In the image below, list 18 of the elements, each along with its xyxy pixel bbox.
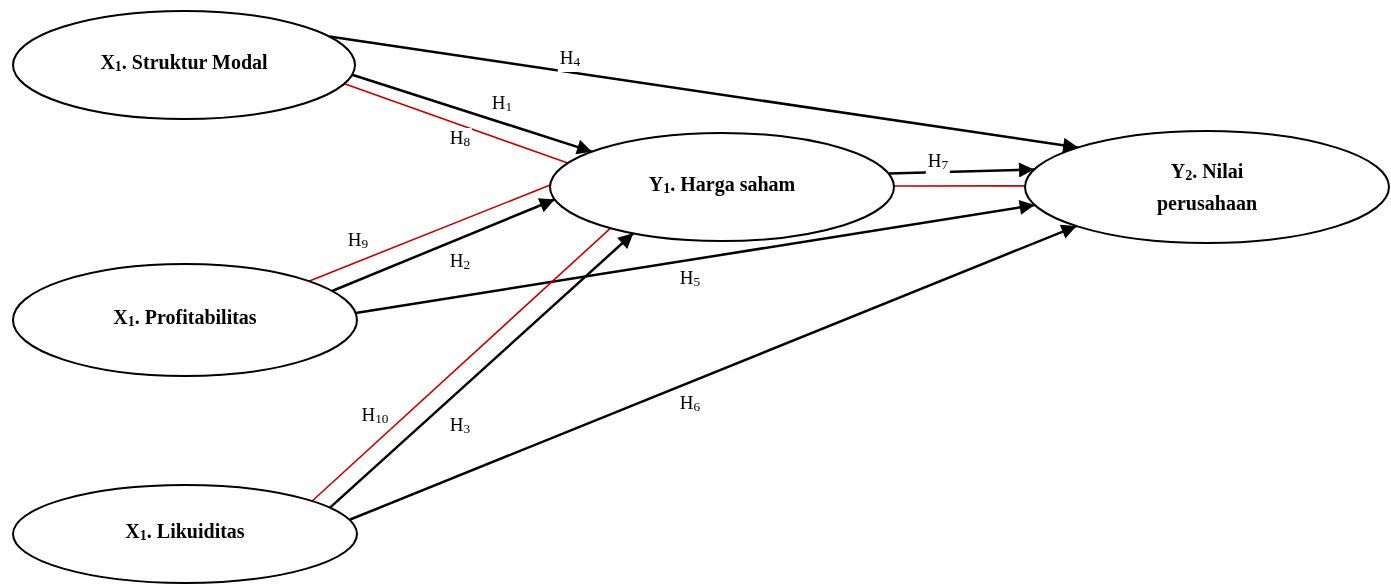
arrow (331, 198, 556, 293)
arrow (355, 200, 1035, 315)
connector-line (308, 184, 551, 282)
arrow (349, 224, 1077, 521)
connector-line (893, 185, 1026, 187)
arrow (329, 232, 635, 509)
node-label: X$_{1}$. Profitabilitas (113, 305, 257, 332)
edge-label: H$_{7}$ (925, 151, 951, 175)
edge-label: H$_{4}$ (557, 48, 583, 72)
arrow (329, 35, 1079, 153)
node-label: X$_{1}$. Struktur Modal (100, 50, 268, 77)
node-label: X$_{1}$. Likuiditas (125, 519, 245, 546)
arrow (351, 73, 593, 155)
connector-line (311, 227, 612, 502)
node-label: Y$_{2}$. Nilai perusahaan (1156, 159, 1258, 216)
edge-label: H$_{10}$ (359, 405, 391, 429)
connector-line (343, 82, 569, 164)
node-label: Y$_{1}$. Harga saham (648, 172, 796, 199)
